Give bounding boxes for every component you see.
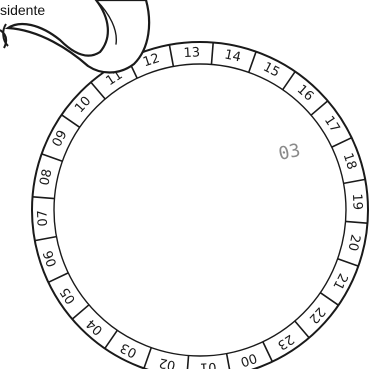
dial-center-mark: 03 [277, 140, 303, 165]
dial-number: 01 [200, 359, 217, 369]
dial-number: 07 [35, 210, 51, 227]
dial-number: 19 [349, 193, 365, 210]
dial-number: 13 [183, 45, 200, 61]
overlay-caption: sidente [0, 0, 47, 19]
